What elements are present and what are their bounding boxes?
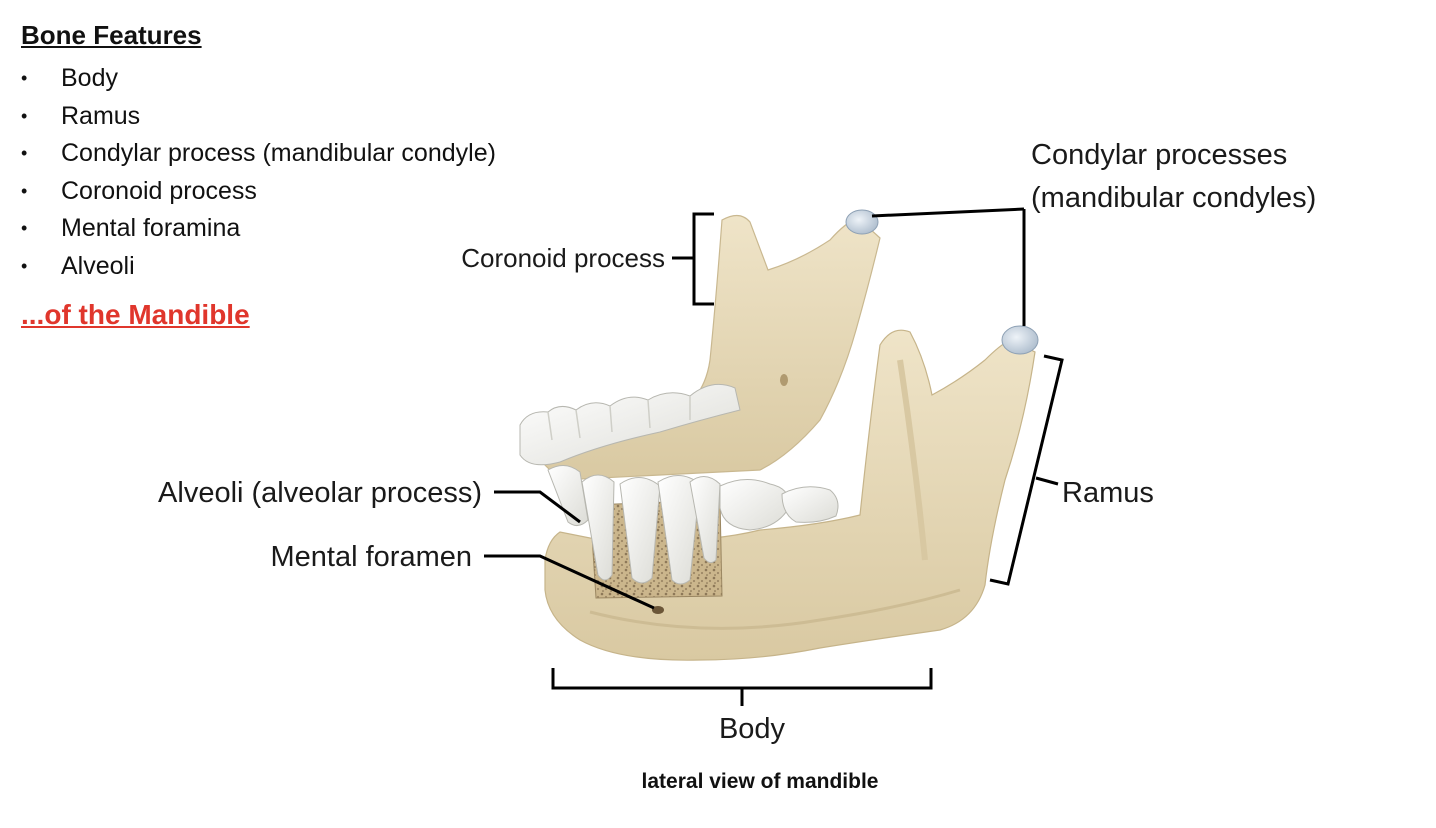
ramus-bracket: [989, 354, 1064, 586]
coronoid-label: Coronoid process: [461, 243, 665, 273]
ramus-leader: [1035, 476, 1059, 486]
alveoli-leader: [494, 490, 581, 524]
mental-foramen-leader: [484, 554, 655, 610]
list-item-label: Condylar process (mandibular condyle): [61, 139, 496, 167]
mental-foramen-label: Mental foramen: [271, 541, 473, 573]
bone-features-panel: Bone Features • Body • Ramus • Condylar pro…: [21, 18, 621, 331]
body-bracket: [551, 668, 933, 690]
condylar-leader-top: [871, 207, 1025, 218]
bullet-icon: •: [21, 218, 28, 238]
coronoid-bracket: [692, 212, 714, 306]
condylar-label-line2: (mandibular condyles): [1031, 182, 1316, 214]
ramus-label: Ramus: [1062, 477, 1154, 509]
body-label: Body: [719, 713, 786, 745]
list-item-label: Body: [61, 64, 118, 92]
mental-foramen: [652, 606, 664, 614]
list-item-label: Coronoid process: [61, 176, 257, 205]
diagram-caption: lateral view of mandible: [641, 770, 879, 793]
condylar-label-line1: Condylar processes: [1031, 139, 1287, 171]
list-item: • Condylar process (mandibular condyle): [21, 135, 621, 173]
list-item-label: Mental foramina: [61, 214, 241, 242]
lower-teeth: [547, 465, 839, 585]
bullet-icon: •: [21, 255, 28, 276]
bullet-icon: •: [21, 105, 28, 126]
bullet-icon: •: [21, 143, 28, 163]
leader-lines: [484, 207, 1064, 706]
section-heading: Bone Features: [21, 20, 202, 50]
list-item: • Body: [21, 60, 621, 98]
near-condyle: [1001, 325, 1039, 355]
far-ramus: [538, 214, 881, 481]
upper-teeth: [519, 383, 741, 466]
feature-list: • Body • Ramus • Condylar process (mandibul…: [21, 60, 621, 285]
far-condyle: [845, 209, 879, 235]
mandible-link[interactable]: ...of the Mandible: [21, 299, 250, 330]
list-item-label: Alveoli: [61, 251, 135, 280]
alveoli-label: Alveoli (alveolar process): [158, 477, 482, 509]
list-item: • Alveoli: [21, 248, 621, 286]
list-item: • Ramus: [21, 98, 621, 136]
list-item-label: Ramus: [61, 101, 141, 130]
list-item: • Coronoid process: [21, 173, 621, 211]
bullet-icon: •: [21, 68, 28, 88]
list-item: • Mental foramina: [21, 210, 621, 248]
bullet-icon: •: [21, 180, 28, 201]
